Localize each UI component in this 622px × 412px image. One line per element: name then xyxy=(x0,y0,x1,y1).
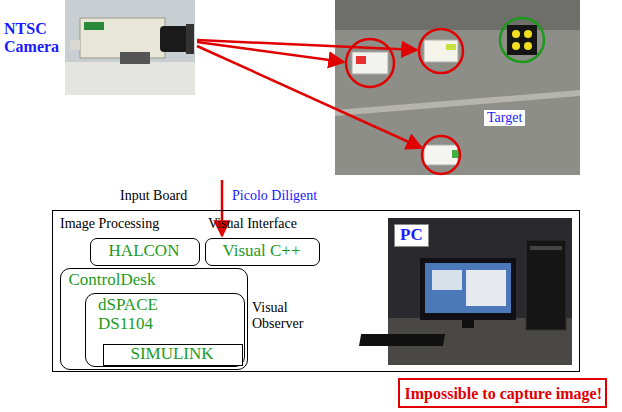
annotation-label: Target xyxy=(484,110,525,126)
software-box: HALCON xyxy=(90,238,200,266)
annotation-label: NTSC Camera xyxy=(4,20,66,57)
pc-photo xyxy=(359,218,572,365)
note-box: Impossible to capture image! xyxy=(398,378,607,408)
warning-text: Impossible to capture image! xyxy=(405,385,602,403)
software-box: dSPACE DS1104SIMULINK xyxy=(85,293,245,367)
software-box: Visual C++ xyxy=(205,238,320,266)
annotation-label: Visual Observer xyxy=(252,300,322,332)
camera-arrows xyxy=(197,40,422,236)
pc-label: PC xyxy=(394,224,429,247)
box-title: HALCON xyxy=(109,242,180,261)
annotation-label: Picolo Diligent xyxy=(232,188,317,204)
scene-photo xyxy=(335,0,580,175)
annotation-label: Input Board xyxy=(120,188,187,204)
software-box: SIMULINK xyxy=(103,344,243,367)
camera-photo xyxy=(65,0,195,95)
box-title: Visual C++ xyxy=(222,242,300,261)
pc-frame: PC HALCON Visual C++ ControlDesk dSPACE DS11… xyxy=(52,210,580,372)
box-title: dSPACE DS1104 xyxy=(98,296,170,333)
annotation-label: Visual Interface xyxy=(208,216,297,232)
box-title: ControlDesk xyxy=(69,271,156,290)
box-title: SIMULINK xyxy=(130,345,213,364)
annotation-label: Image Processing xyxy=(60,216,159,232)
software-box: ControlDesk dSPACE DS1104SIMULINK xyxy=(60,268,248,370)
